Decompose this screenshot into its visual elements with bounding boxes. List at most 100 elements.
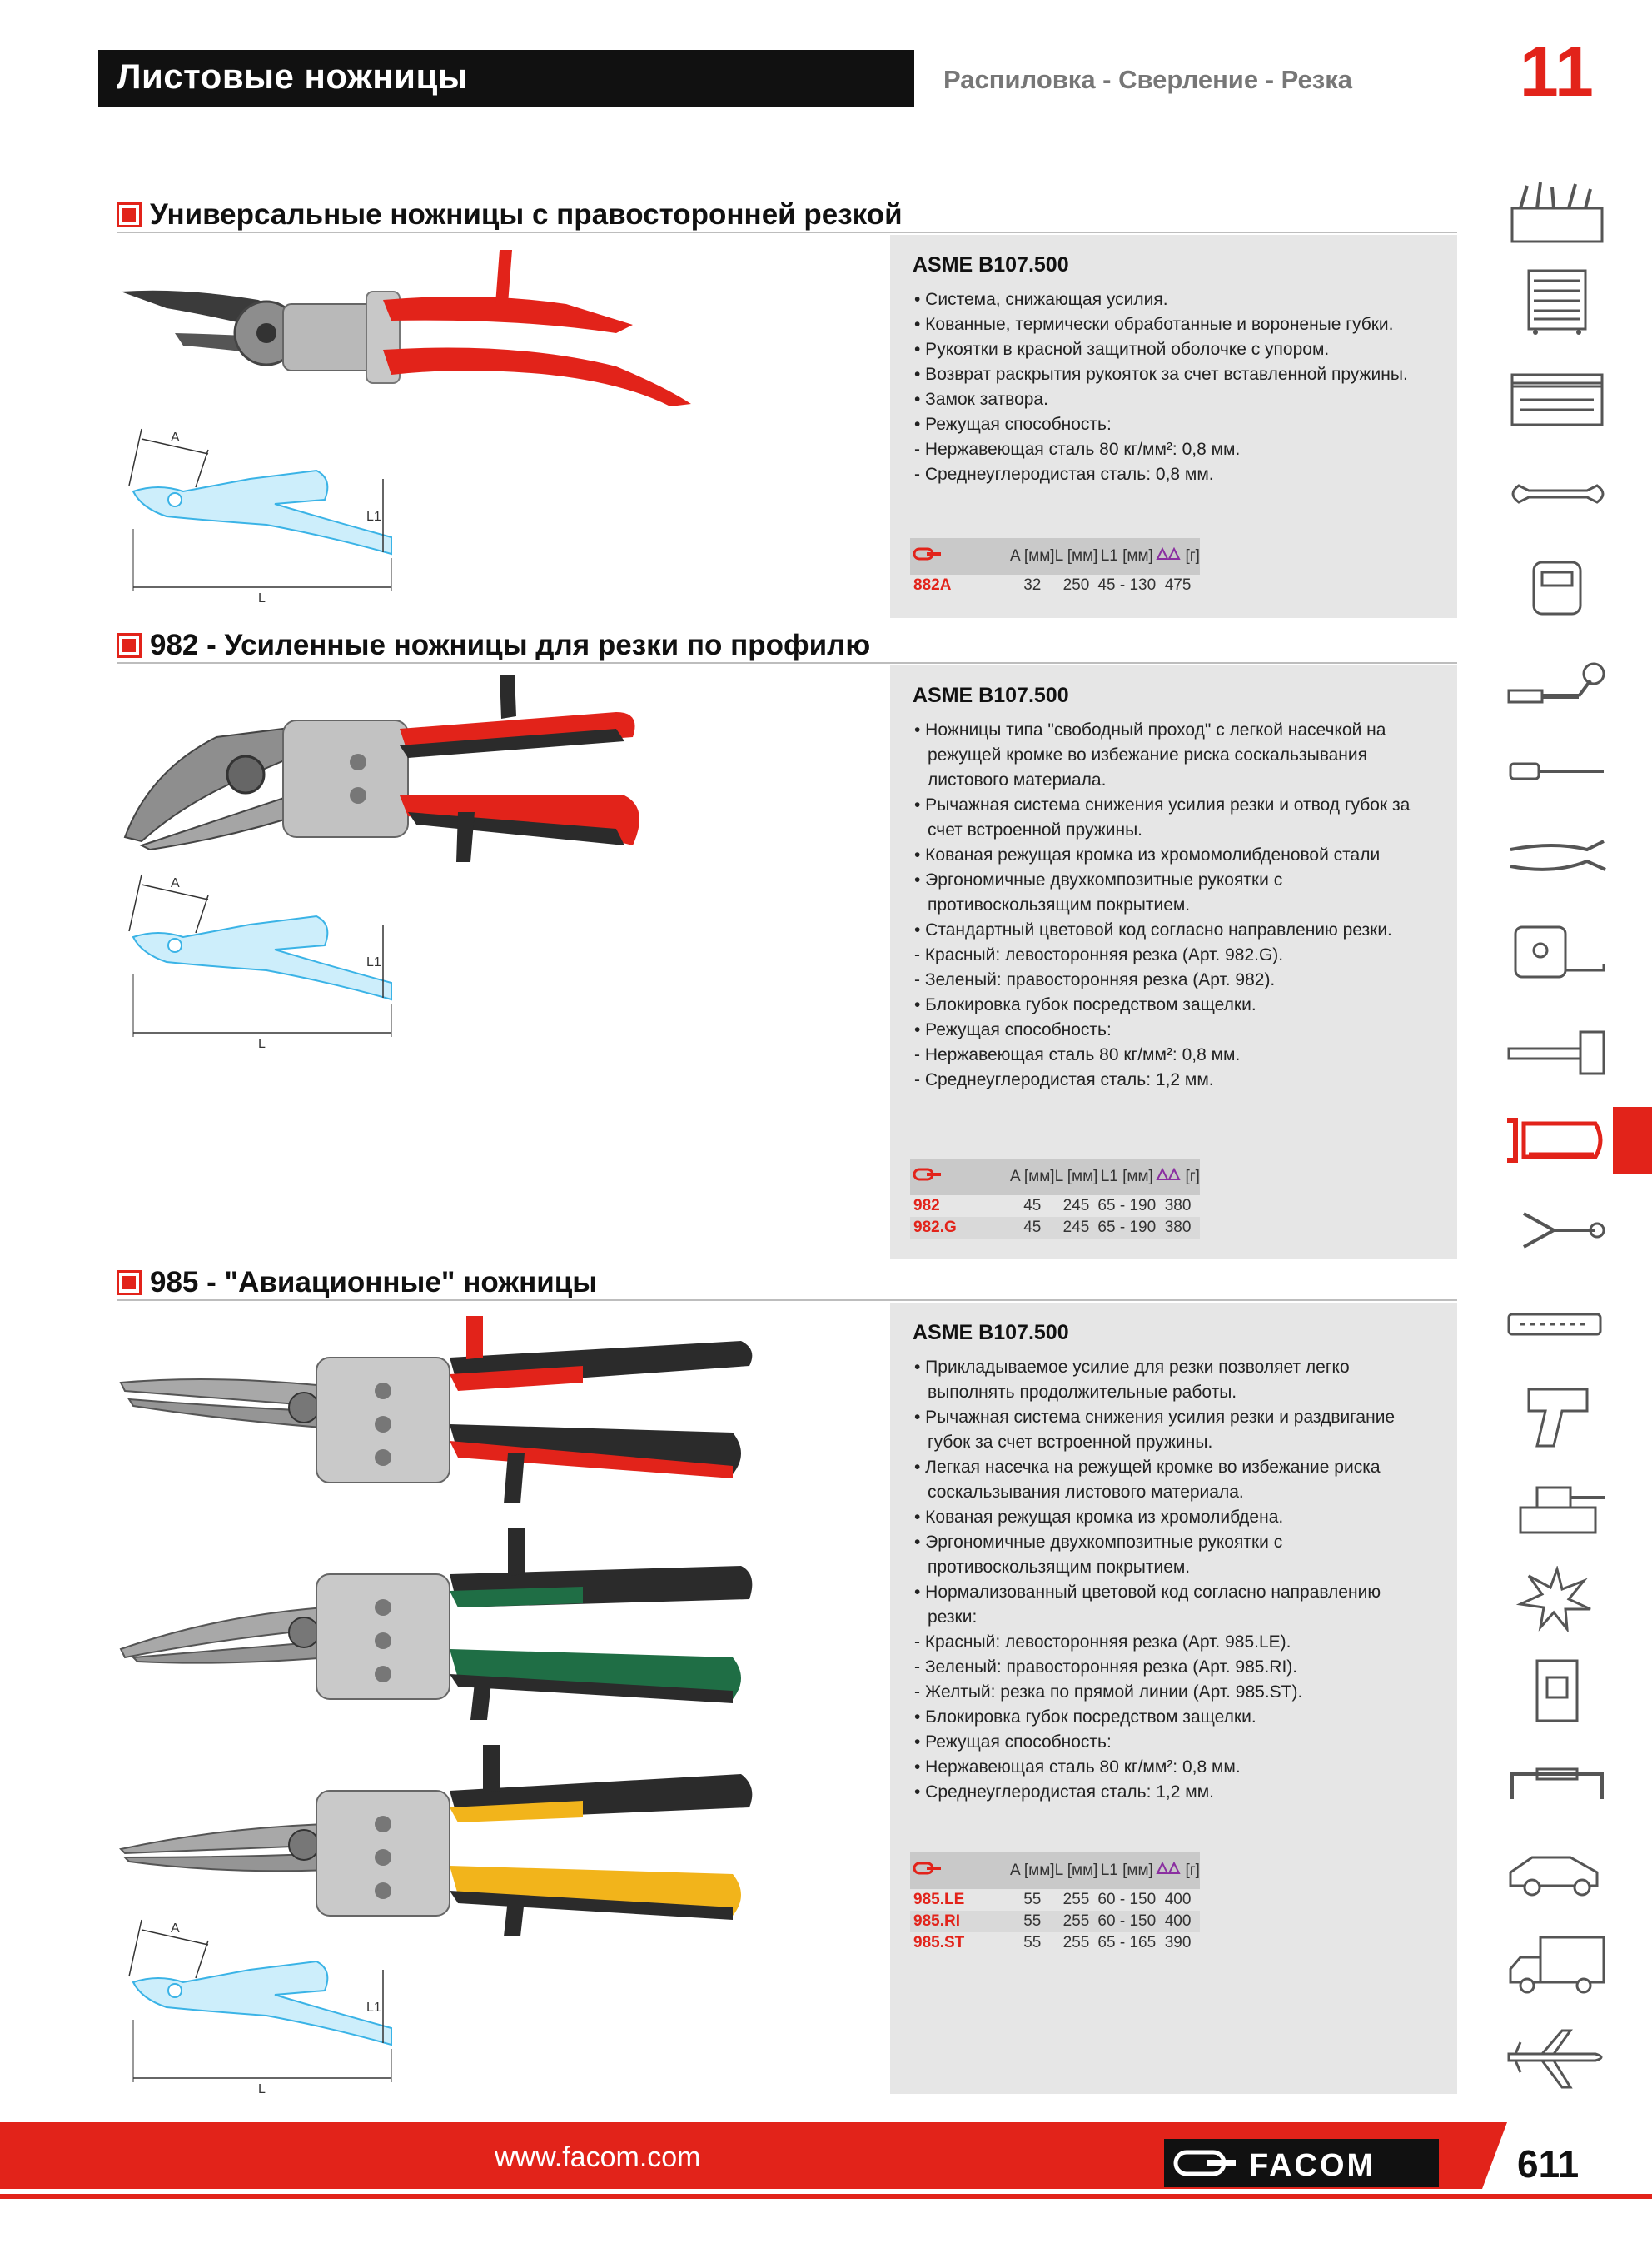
reference-cell: 985.ST [913,1934,965,1951]
reference-column-header [910,1852,1010,1889]
feature-item: • Режущая способность: [914,415,1112,434]
footer-url-link[interactable]: www.facom.com [495,2141,701,2173]
table-cell: 65 - 190 [1097,1217,1157,1239]
table-cell: 55 [1023,1934,1042,1951]
active-tab-indicator [1613,1107,1652,1174]
reference-cell: 982 [913,1197,940,1214]
product-photo-985-le [119,1316,753,1503]
feature-item: • Режущая способность: [914,1020,1112,1039]
table-cell: 255 [1062,1891,1090,1908]
hammer-icon[interactable] [1499,1008,1615,1083]
facom-logo-text: FACOM [1249,2148,1376,2183]
dimension-diagram-985: A L1 L [128,1919,392,2095]
feature-item: - Среднеуглеродистая сталь: 0,8 мм. [914,465,1214,484]
table-cell: 60 - 150 [1097,1891,1157,1908]
table-cell: 390 [1164,1934,1192,1951]
spec-panel-985: ASME B107.500 • Прикладываемое усилие дл… [890,1303,1457,2094]
table-cell: 32 [1023,576,1042,594]
table-cell: 380 [1156,1217,1200,1239]
product-photo-985-st [118,1745,753,1936]
feature-list: • Ножницы типа "свободный проход" с легк… [913,718,1432,1093]
feature-item: • Блокировка губок посредством защелки. [914,1707,1256,1727]
table-cell: 255 [1054,1911,1098,1932]
dimension-diagram-982: A L1 L [128,874,392,1049]
column-header-l1: L1 [мм] [1097,1852,1157,1889]
feature-item: • Кованные, термически обработанные и во… [914,315,1394,334]
wrench-icon[interactable] [1499,456,1615,531]
ratchet-icon[interactable] [1499,650,1615,725]
column-header-l1: L1 [мм] [1097,538,1157,575]
feature-item: • Блокировка губок посредством защелки. [914,995,1256,1014]
screwdriver-icon[interactable] [1499,733,1615,808]
feature-item: • Рычажная система снижения усилия резки… [914,1408,1396,1452]
socket-icon[interactable] [1499,550,1615,625]
feature-list: • Прикладываемое усилие для резки позвол… [913,1355,1432,1805]
table-row: 982.G 45 245 65 - 190 380 [910,1217,1200,1239]
pliers-icon[interactable] [1499,820,1615,895]
handle-icon[interactable] [1499,1745,1615,1820]
chapter-subtitle: Распиловка - Сверление - Резка [943,65,1352,94]
aircraft-icon[interactable] [1499,2020,1615,2095]
tool-case-icon[interactable] [1499,362,1615,437]
feature-item: - Нержавеющая сталь 80 кг/мм²: 0,8 мм. [914,440,1241,459]
spec-table-985: A [мм] L [мм] L1 [мм] [г] 985.LE 55 255 … [910,1852,1200,1954]
feature-item: • Система, снижающая усилия. [914,290,1168,309]
table-cell: 255 [1062,1934,1090,1951]
dim-label-l1: L1 [366,510,381,524]
footer-band [0,2122,1652,2199]
table-cell: 55 [1023,1891,1042,1908]
impact-wrench-icon[interactable] [1499,1378,1615,1453]
electrical-icon[interactable] [1499,1653,1615,1728]
table-cell: 400 [1164,1891,1192,1908]
chapter-number: 11 [1520,32,1594,111]
dim-label-a: A [171,431,180,445]
standard-label: ASME B107.500 [913,253,1069,277]
red-square-icon [117,633,142,658]
reference-cell: 985.RI [910,1911,1010,1932]
feature-item: • Рукоятки в красной защитной оболочке с… [914,340,1330,359]
page-number: 611 [1517,2142,1580,2186]
roller-cabinet-icon[interactable] [1499,265,1615,340]
column-header-a: A [мм] [1010,538,1055,575]
column-header-a: A [мм] [1010,1852,1055,1889]
table-cell: 245 [1062,1197,1090,1214]
dim-label-l: L [258,2082,266,2095]
product-photo-982 [123,675,639,862]
feature-item: • Эргономичные двухкомпозитные рукоятки … [914,870,1283,915]
table-row: 985.RI 55 255 60 - 150 400 [910,1911,1200,1932]
spec-panel-882a: ASME B107.500 • Система, снижающая усили… [890,235,1457,618]
hacksaw-icon[interactable] [1499,1103,1615,1178]
tool-box-icon[interactable] [1499,175,1615,250]
weight-icon [1156,1861,1181,1874]
table-cell: 245 [1054,1217,1098,1239]
safety-icon[interactable] [1499,1562,1615,1637]
tape-measure-icon[interactable] [1499,915,1615,989]
table-row: 882A 32 250 45 - 130 475 [910,575,1200,596]
truck-icon[interactable] [1499,1928,1615,2003]
table-row: 982 45 245 65 - 190 380 [910,1195,1200,1217]
column-header-weight: [г] [1156,1852,1200,1889]
vise-icon[interactable] [1499,1470,1615,1545]
puller-icon[interactable] [1499,1193,1615,1268]
tester-icon[interactable] [1499,1287,1615,1362]
column-header-l: L [мм] [1054,538,1098,575]
table-cell: 65 - 165 [1097,1934,1157,1951]
column-header-l: L [мм] [1054,1159,1098,1195]
car-icon[interactable] [1499,1837,1615,1912]
product-photo-882a [121,250,691,406]
red-square-icon [117,1270,142,1295]
product-photo-985-ri [119,1528,753,1720]
facom-logo: FACOM [1164,2139,1439,2187]
dimension-diagram-882a: A L1 L [128,428,392,604]
column-header-weight: [г] [1156,1159,1200,1195]
section-divider [117,232,1457,233]
table-row: 985.ST 55 255 65 - 165 390 [910,1932,1200,1954]
column-header-weight: [г] [1156,538,1200,575]
feature-item: • Рычажная система снижения усилия резки… [914,795,1411,840]
weight-icon [1156,546,1181,560]
spec-table-982: A [мм] L [мм] L1 [мм] [г] 982 45 245 65 … [910,1159,1200,1239]
standard-label: ASME B107.500 [913,684,1069,707]
feature-item: • Эргономичные двухкомпозитные рукоятки … [914,1533,1283,1577]
column-header-l1: L1 [мм] [1097,1159,1157,1195]
table-cell: 55 [1010,1911,1055,1932]
